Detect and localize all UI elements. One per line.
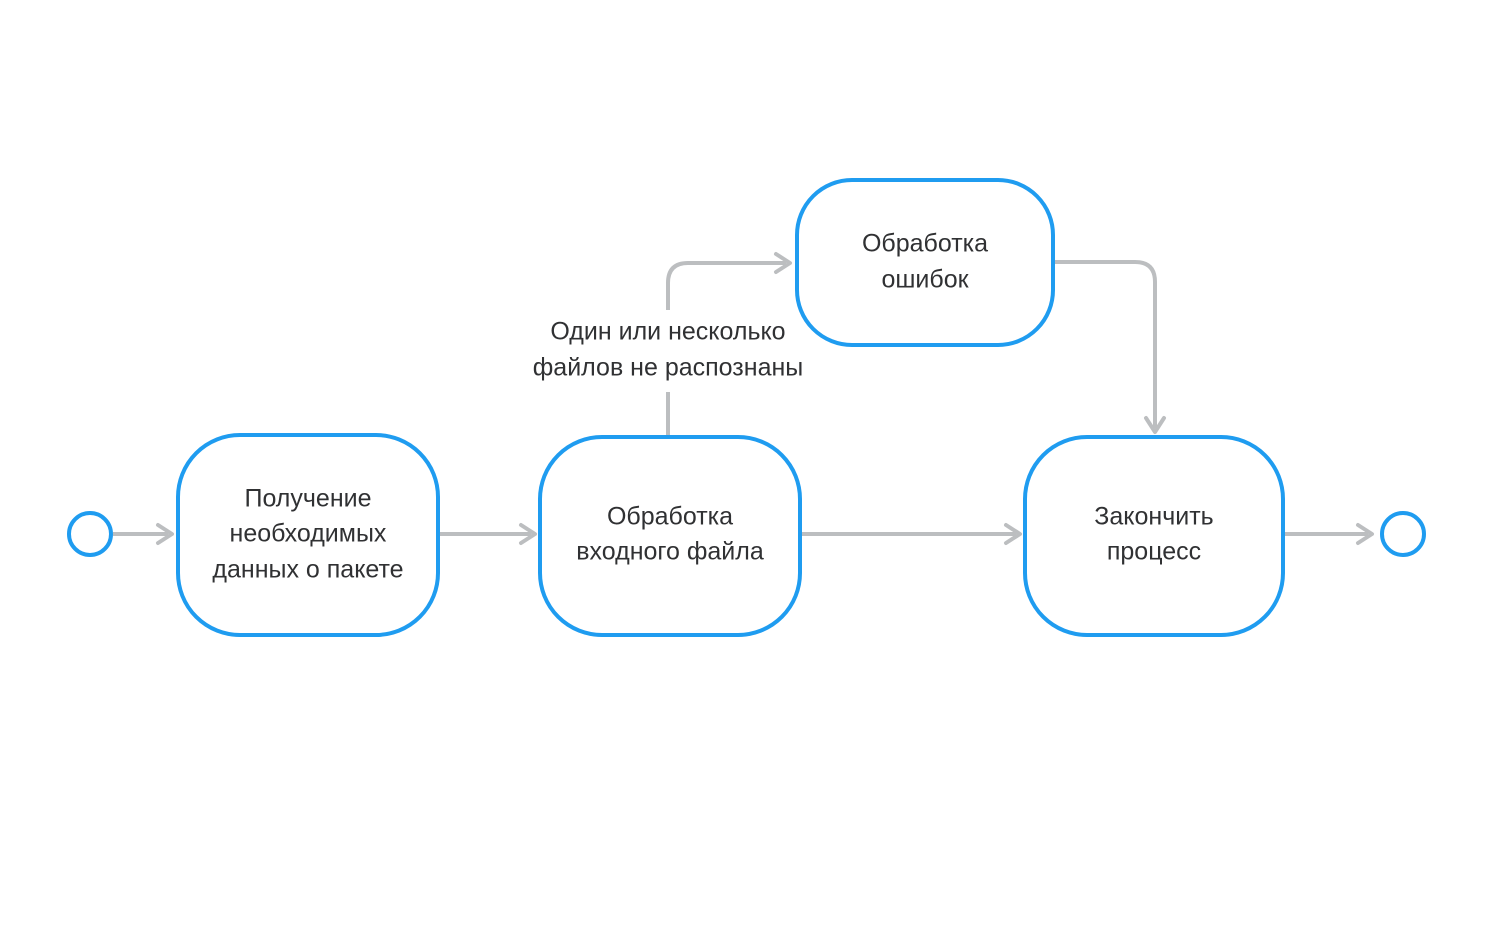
connector-layer — [113, 252, 1374, 545]
node-process-input-file[interactable]: Обработка входного файла — [538, 435, 802, 637]
node-finish-process[interactable]: Закончить процесс — [1023, 435, 1285, 637]
node-finish-process-shape[interactable] — [1023, 435, 1285, 637]
node-get-package-data-label-line-1: Получение — [244, 485, 371, 513]
node-handle-errors-shape[interactable] — [795, 178, 1055, 347]
edge-get-data-to-process-file-arrowhead — [519, 523, 537, 545]
end-circle-icon[interactable] — [1380, 511, 1426, 557]
edge-process-file-to-errors-arrowhead — [774, 252, 792, 274]
node-process-input-file-shape[interactable] — [538, 435, 802, 637]
edge-get-data-to-process-file — [438, 523, 537, 545]
node-get-package-data-label-line-3: данных о пакете — [212, 556, 403, 584]
edge-start-to-get-data-arrowhead — [156, 523, 174, 545]
node-get-package-data-shape[interactable] — [176, 433, 440, 637]
node-get-package-data-label-line-2: необходимых — [230, 520, 387, 548]
edge-process-file-to-errors — [666, 252, 792, 437]
edge-process-file-to-errors-upper-elbow — [666, 261, 786, 310]
end-terminator[interactable] — [1380, 511, 1426, 557]
edge-label-line-2: файлов не распознаны — [533, 354, 804, 382]
edge-label-line-1: Один или несколько — [550, 318, 785, 346]
node-finish-process-label-line-1: Закончить — [1094, 503, 1213, 531]
node-get-package-data[interactable]: Получение необходимых данных о пакете — [176, 433, 440, 637]
node-finish-process-label-line-2: процесс — [1107, 538, 1201, 566]
edge-label-process-file-to-errors: Один или несколько файлов не распознаны — [533, 318, 804, 382]
edge-finish-to-end — [1283, 523, 1374, 545]
edge-errors-to-finish — [1053, 260, 1166, 434]
edge-process-file-to-finish — [800, 523, 1022, 545]
node-process-input-file-label-line-2: входного файла — [576, 538, 764, 566]
edge-start-to-get-data — [113, 523, 174, 545]
node-handle-errors[interactable]: Обработка ошибок — [795, 178, 1055, 347]
node-handle-errors-label-line-2: ошибок — [881, 266, 969, 294]
edge-process-file-to-finish-arrowhead — [1004, 523, 1022, 545]
start-circle-icon[interactable] — [67, 511, 113, 557]
edge-finish-to-end-arrowhead — [1356, 523, 1374, 545]
edge-errors-to-finish-line — [1053, 260, 1157, 428]
start-terminator[interactable] — [67, 511, 113, 557]
node-process-input-file-label-line-1: Обработка — [607, 503, 733, 531]
edge-errors-to-finish-arrowhead — [1144, 416, 1166, 434]
node-handle-errors-label-line-1: Обработка — [862, 230, 988, 258]
